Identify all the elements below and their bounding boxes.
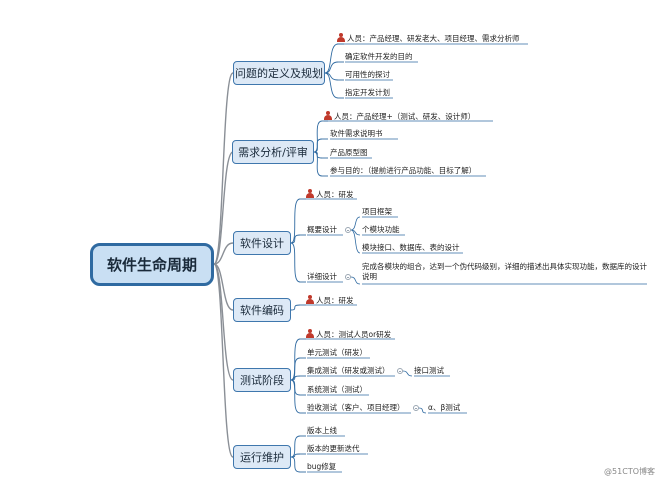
branch-operation-maintenance[interactable]: 运行维护: [233, 445, 291, 469]
sub-branch-detailed-design[interactable]: 详细设计: [307, 272, 337, 281]
root-node[interactable]: 软件生命周期: [90, 243, 214, 286]
leaf-item: 可用性的探讨: [345, 70, 390, 79]
connector-line: [290, 435, 301, 458]
connector-line: [290, 234, 301, 244]
connector-line: [213, 263, 234, 311]
person-icon: [337, 33, 345, 42]
person-icon: [324, 111, 332, 120]
collapse-icon[interactable]: [413, 405, 419, 411]
leaf-personnel: 人员：测试人员or研发: [306, 329, 391, 340]
connector-line: [290, 242, 301, 283]
leaf-item: 个模块功能: [362, 225, 400, 234]
leaf-item: 确定软件开发的目的: [345, 52, 413, 61]
sub-branch-outline-design[interactable]: 概要设计: [307, 225, 337, 234]
connector-line: [313, 138, 323, 153]
collapse-icon[interactable]: [397, 368, 403, 374]
connector-line: [313, 120, 323, 153]
leaf-item: 集成测试（研发或测试）: [307, 366, 390, 375]
connector-line: [324, 43, 339, 74]
branch-testing-phase[interactable]: 测试阶段: [233, 368, 291, 392]
leaf-item: 版本的更新迭代: [307, 444, 360, 453]
collapse-icon[interactable]: [345, 227, 351, 233]
branch-software-design[interactable]: 软件设计: [233, 231, 291, 255]
leaf-item: 项目框架: [362, 207, 392, 216]
collapse-icon[interactable]: [345, 274, 351, 280]
connector-line: [290, 198, 301, 244]
person-icon: [306, 295, 314, 304]
connector-line: [290, 338, 301, 381]
connector-line: [313, 151, 323, 177]
person-icon: [306, 189, 314, 198]
branch-software-coding[interactable]: 软件编码: [233, 298, 291, 322]
person-icon: [306, 329, 314, 338]
leaf-item: 产品原型图: [330, 148, 368, 157]
leaf-item: 系统测试（测试）: [307, 385, 367, 394]
branch-problem-definition[interactable]: 问题的定义及规划: [233, 61, 325, 85]
watermark: @51CTO博客: [604, 467, 655, 476]
connector-line: [290, 379, 301, 396]
connector-line: [213, 72, 234, 265]
leaf-item: 指定开发计划: [345, 88, 390, 97]
leaf-item: 版本上线: [307, 426, 337, 435]
connector-line: [290, 456, 301, 473]
connector-line: [213, 242, 234, 265]
leaf-item: α、β测试: [428, 403, 461, 412]
connector-line: [213, 151, 234, 265]
connector-line: [350, 216, 361, 231]
connector-line: [402, 370, 413, 377]
branch-requirements-analysis[interactable]: 需求分析/评审: [232, 140, 314, 164]
leaf-item: 验收测试（客户、项目经理）: [307, 403, 405, 412]
leaf-item: 接口测试: [414, 366, 444, 375]
connector-line: [290, 453, 301, 458]
leaf-item: 单元测试（研发）: [307, 348, 367, 357]
connector-line: [350, 276, 361, 285]
leaf-item: 模块接口、数据库、表的设计: [362, 243, 460, 252]
connector-line: [350, 229, 361, 254]
connector-line: [324, 61, 339, 74]
connector-line: [290, 357, 301, 381]
leaf-item: bug修复: [307, 462, 337, 471]
connector-line: [290, 379, 301, 414]
connector-line: [313, 151, 323, 159]
leaf-item: 参与目的：（提前进行产品功能、目标了解）: [330, 166, 477, 175]
connector-line: [418, 407, 427, 414]
leaf-item: 软件需求说明书: [330, 129, 383, 138]
connector-line: [290, 304, 301, 311]
connector-line: [213, 263, 234, 458]
leaf-personnel: 人员：研发: [306, 189, 354, 200]
connector-line: [324, 72, 339, 99]
leaf-personnel: 人员：产品经理、研发老大、项目经理、需求分析师: [337, 33, 520, 44]
leaf-item: 完成各模块的组合，达到一个伪代码级别，详细的描述出具体实现功能，数据库的设计说明: [362, 262, 647, 281]
leaf-personnel: 人员：研发: [306, 295, 354, 306]
leaf-personnel: 人员：产品经理+（测试、研发、设计师）: [324, 111, 475, 122]
